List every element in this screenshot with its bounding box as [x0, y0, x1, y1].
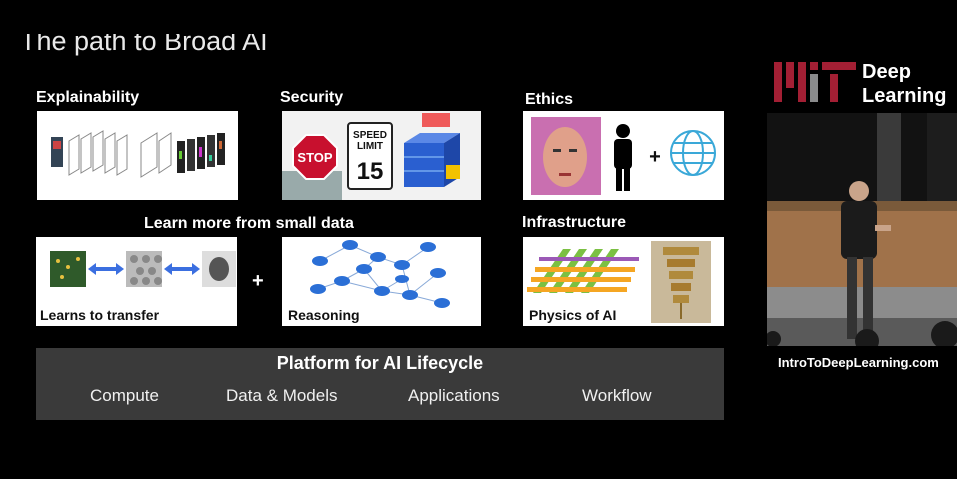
graph-node [356, 264, 372, 274]
deep-learning-logo-text: Deep Learning [862, 60, 946, 108]
security-illustration: STOP SPEED LIMIT 15 [282, 111, 481, 200]
network-cube-icon [404, 113, 460, 187]
arrow-left-right-icon [88, 263, 124, 275]
digital-face-icon [531, 117, 601, 195]
ethics-illustration: + [531, 117, 716, 195]
reasoning-label: Reasoning [288, 307, 360, 323]
graph-node [402, 290, 418, 300]
learns-to-transfer-panel: Learns to transfer [36, 237, 237, 326]
mit-logo [774, 60, 856, 109]
slide-title: The path to Broad AI [20, 26, 268, 56]
speed-limit-line2: LIMIT [357, 141, 383, 152]
graph-node [312, 256, 328, 266]
transfer-illustration [50, 251, 236, 287]
small-data-label: Learn more from small data [144, 215, 354, 232]
neural-network-visualization [51, 130, 225, 178]
speaker-video [767, 113, 957, 346]
security-panel: STOP SPEED LIMIT 15 [282, 111, 481, 200]
graph-node [342, 240, 358, 250]
graph-node [430, 268, 446, 278]
course-url: IntroToDeepLearning.com [778, 355, 939, 370]
graph-node [370, 252, 386, 262]
graph-node [334, 276, 350, 286]
knowledge-graph-illustration [310, 240, 450, 308]
ethics-plus: + [649, 146, 661, 168]
small-data-plus: + [252, 270, 264, 292]
speed-limit-value: 15 [357, 158, 384, 185]
graph-node [374, 286, 390, 296]
platform-title: Platform for AI Lifecycle [276, 353, 484, 373]
speaker-video-frame [767, 113, 957, 346]
graph-node [394, 260, 410, 270]
speed-limit-line1: SPEED [353, 130, 387, 141]
logo-text-line2: Learning [862, 85, 947, 107]
ethics-label: Ethics [525, 91, 574, 108]
platform-item-workflow: Workflow [582, 386, 652, 405]
stop-sign-icon [292, 134, 338, 180]
globe-network-icon [670, 130, 716, 176]
reasoning-panel: Reasoning [282, 237, 481, 326]
ethics-panel: + [523, 111, 724, 200]
security-label: Security [280, 89, 344, 106]
explainability-panel [37, 111, 238, 200]
quantum-computer-icon [651, 241, 711, 323]
learns-to-transfer-label: Learns to transfer [40, 307, 160, 323]
arrow-left-right-icon [164, 263, 200, 275]
platform-item-data-models: Data & Models [226, 386, 338, 405]
graph-node [420, 242, 436, 252]
platform-item-applications: Applications [408, 386, 500, 405]
speaker-figure [841, 181, 891, 339]
person-icon [614, 124, 632, 191]
logo-text-line1: Deep [862, 61, 911, 83]
graph-node [434, 298, 450, 308]
chip-lattice-icon [527, 249, 639, 293]
mit-logo-icon [774, 62, 856, 102]
speed-limit-sign-icon [347, 122, 393, 190]
graph-node [395, 275, 409, 283]
physics-of-ai-label: Physics of AI [529, 307, 617, 323]
infrastructure-label: Infrastructure [522, 214, 627, 231]
platform-item-compute: Compute [90, 386, 159, 405]
graph-node [310, 284, 326, 294]
platform-bar: Platform for AI Lifecycle Compute Data &… [36, 348, 724, 420]
explainability-label: Explainability [36, 89, 140, 106]
physics-of-ai-panel: Physics of AI [523, 237, 724, 326]
hardware-illustration [527, 241, 711, 323]
stop-sign-text: STOP [297, 150, 332, 165]
